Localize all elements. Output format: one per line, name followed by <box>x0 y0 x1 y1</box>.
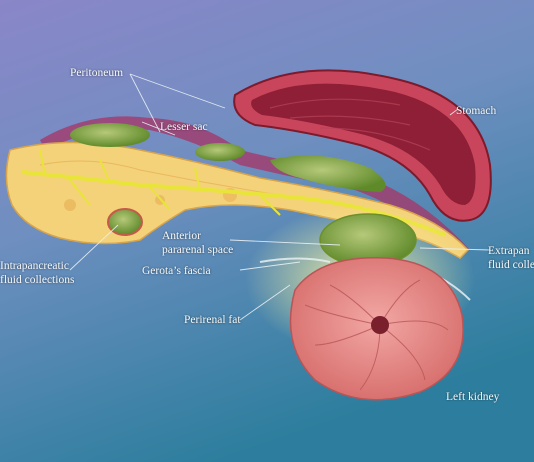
intrapancreatic-fluid-2 <box>195 143 245 161</box>
label-peritoneum: Peritoneum <box>70 67 124 79</box>
label-stomach: Stomach <box>456 105 497 117</box>
label-gerotas-fascia: Gerota’s fascia <box>142 265 211 277</box>
intrapancreatic-fluid-1 <box>70 123 150 147</box>
label-anterior-pararenal-space: Anterior pararenal space <box>162 230 234 256</box>
stomach <box>233 69 492 222</box>
label-perirenal-fat: Perirenal fat <box>184 314 241 326</box>
leader-lines <box>69 73 491 321</box>
intrapancreatic-fluid-3 <box>107 208 143 236</box>
label-extrapancreatic-fluid: Extrapan fluid colle <box>488 245 534 271</box>
label-left-kidney: Left kidney <box>446 391 500 403</box>
left-kidney <box>289 257 464 401</box>
lesser-sac-fluid <box>270 155 386 192</box>
label-lesser-sac: Lesser sac <box>160 121 208 133</box>
label-intrapancreatic-fluid: Intrapancreatic fluid collections <box>0 260 75 286</box>
